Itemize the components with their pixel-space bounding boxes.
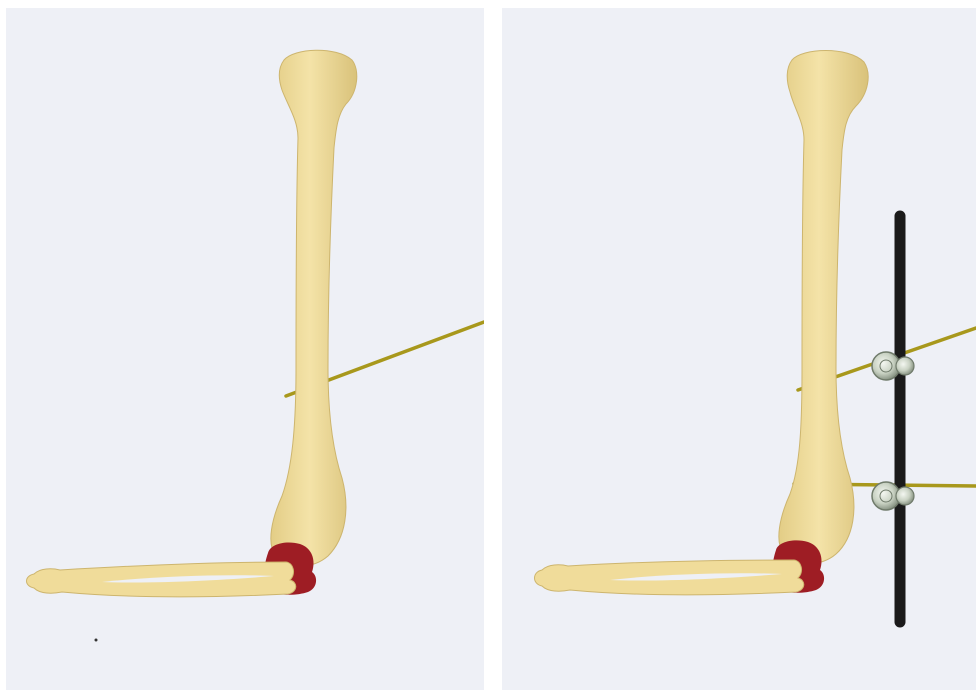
right-panel (502, 8, 976, 690)
right-illustration (502, 8, 976, 690)
speck (95, 639, 98, 642)
humerus (779, 51, 868, 564)
left-panel (6, 8, 484, 690)
left-illustration (6, 8, 484, 690)
clamp-upper (872, 352, 914, 380)
humerus (271, 50, 357, 566)
panel-divider (484, 0, 502, 694)
